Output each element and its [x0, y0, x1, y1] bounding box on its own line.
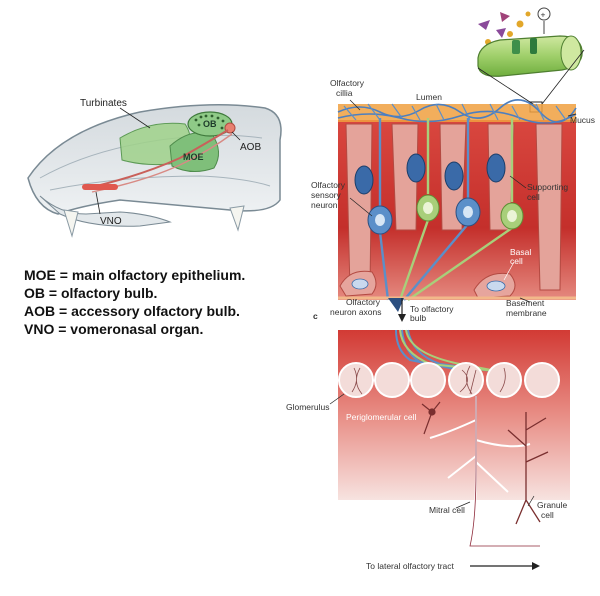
legend-item-moe: MOE = main olfactory epithelium.	[24, 267, 246, 283]
glomerulus-fibers	[351, 365, 506, 395]
glomerulus-label: Glomerulus	[286, 402, 329, 412]
legend-item-ob: OB = olfactory bulb.	[24, 285, 158, 301]
snout-illustration: Turbinates OB AOB MOE VNO	[27, 98, 282, 238]
granule-cell	[507, 412, 549, 525]
cilia-pointer	[349, 99, 361, 111]
sensory-pointer	[349, 197, 373, 217]
glomerulus-pointer	[329, 393, 345, 405]
legend-item-vno: VNO = vomeronasal organ.	[24, 321, 204, 337]
periglomerular-label: Periglomerular cell	[346, 412, 416, 422]
inset-connector-b	[541, 49, 585, 105]
inset-connector-a	[477, 67, 537, 107]
olfactory-cilia-label-2: cillia	[336, 88, 353, 98]
vno-pointer	[95, 191, 101, 215]
receptor-inset: +	[477, 7, 585, 113]
glomeruli	[338, 362, 560, 398]
to-bulb-label-1: To olfactory	[410, 304, 454, 314]
lateral-tract-label: To lateral olfactory tract	[366, 561, 455, 571]
axon-arrow-head	[398, 314, 406, 322]
epithelium-panel	[337, 99, 577, 322]
basal-pointer	[503, 261, 515, 281]
mucus-pointer	[567, 113, 577, 117]
turbinates-label: Turbinates	[80, 98, 127, 109]
sensory-neuron-label-2: sensory	[311, 190, 342, 200]
basal-cells	[339, 270, 516, 299]
lumen-label: Lumen	[416, 92, 442, 102]
supporting-cell-label-2: cell	[527, 192, 540, 202]
supporting-pointer	[509, 175, 527, 189]
axons-label-2: neuron axons	[330, 307, 382, 317]
lateral-tract-arrowhead	[532, 562, 540, 570]
turbinates-pointer	[119, 107, 151, 129]
aob-label: AOB	[240, 142, 261, 153]
supporting-nuclei	[354, 153, 506, 195]
bulb-dots	[194, 114, 225, 130]
ob-label: OB	[203, 119, 217, 129]
sensory-neurons	[367, 118, 524, 301]
axons-label-1: Olfactory	[346, 297, 381, 307]
mucus-label: Mucus	[570, 115, 595, 125]
mitral-pointer	[455, 501, 471, 509]
periglomerular-cells	[421, 401, 441, 435]
vno-label: VNO	[100, 216, 122, 227]
granule-cell-label-1: Granule	[537, 500, 568, 510]
plus-ion-circle	[537, 7, 551, 21]
bulb-panel	[329, 329, 570, 570]
tube-end	[560, 35, 582, 71]
basal-cell-label-2: cell	[510, 256, 523, 266]
basement-pointer	[519, 297, 531, 303]
basement-membrane-label-2: membrane	[506, 308, 547, 318]
receptor-protein	[512, 40, 520, 54]
mitral-cell-outline	[469, 396, 540, 547]
vno-tract	[87, 129, 229, 189]
tooth-rear	[229, 205, 245, 232]
sensory-neuron-label-1: Olfactory	[311, 180, 346, 190]
axon-bundle	[388, 298, 404, 312]
granule-cell-label-2: cell	[541, 510, 554, 520]
vno-tract-2	[91, 133, 233, 193]
bulb-tissue	[338, 330, 570, 500]
vno-organ	[82, 184, 118, 190]
aob-pointer	[231, 131, 241, 141]
sensory-neuron-label-3: neuron	[311, 200, 338, 210]
panel-letter: c	[313, 311, 318, 321]
olfactory-cilia-label-1: Olfactory	[330, 78, 365, 88]
granule-pointer	[527, 495, 535, 507]
odorant-molecules	[478, 11, 531, 45]
basement-membrane-label-1: Basement	[506, 298, 545, 308]
plus-ion-symbol: +	[541, 10, 546, 20]
cilia-mesh-2	[343, 103, 567, 121]
to-bulb-label-2: bulb	[410, 313, 426, 323]
supporting-cell-label-1: Supporting	[527, 182, 568, 192]
abbreviation-legend: MOE = main olfactory epithelium. OB = ol…	[24, 266, 245, 338]
basal-cell-label-1: Basal	[510, 247, 531, 257]
channel-protein	[530, 38, 537, 54]
legend-item-aob: AOB = accessory olfactory bulb.	[24, 303, 240, 319]
moe-label: MOE	[183, 152, 204, 162]
tooth-front	[63, 209, 79, 238]
mitral-cell-label: Mitral cell	[429, 505, 465, 515]
